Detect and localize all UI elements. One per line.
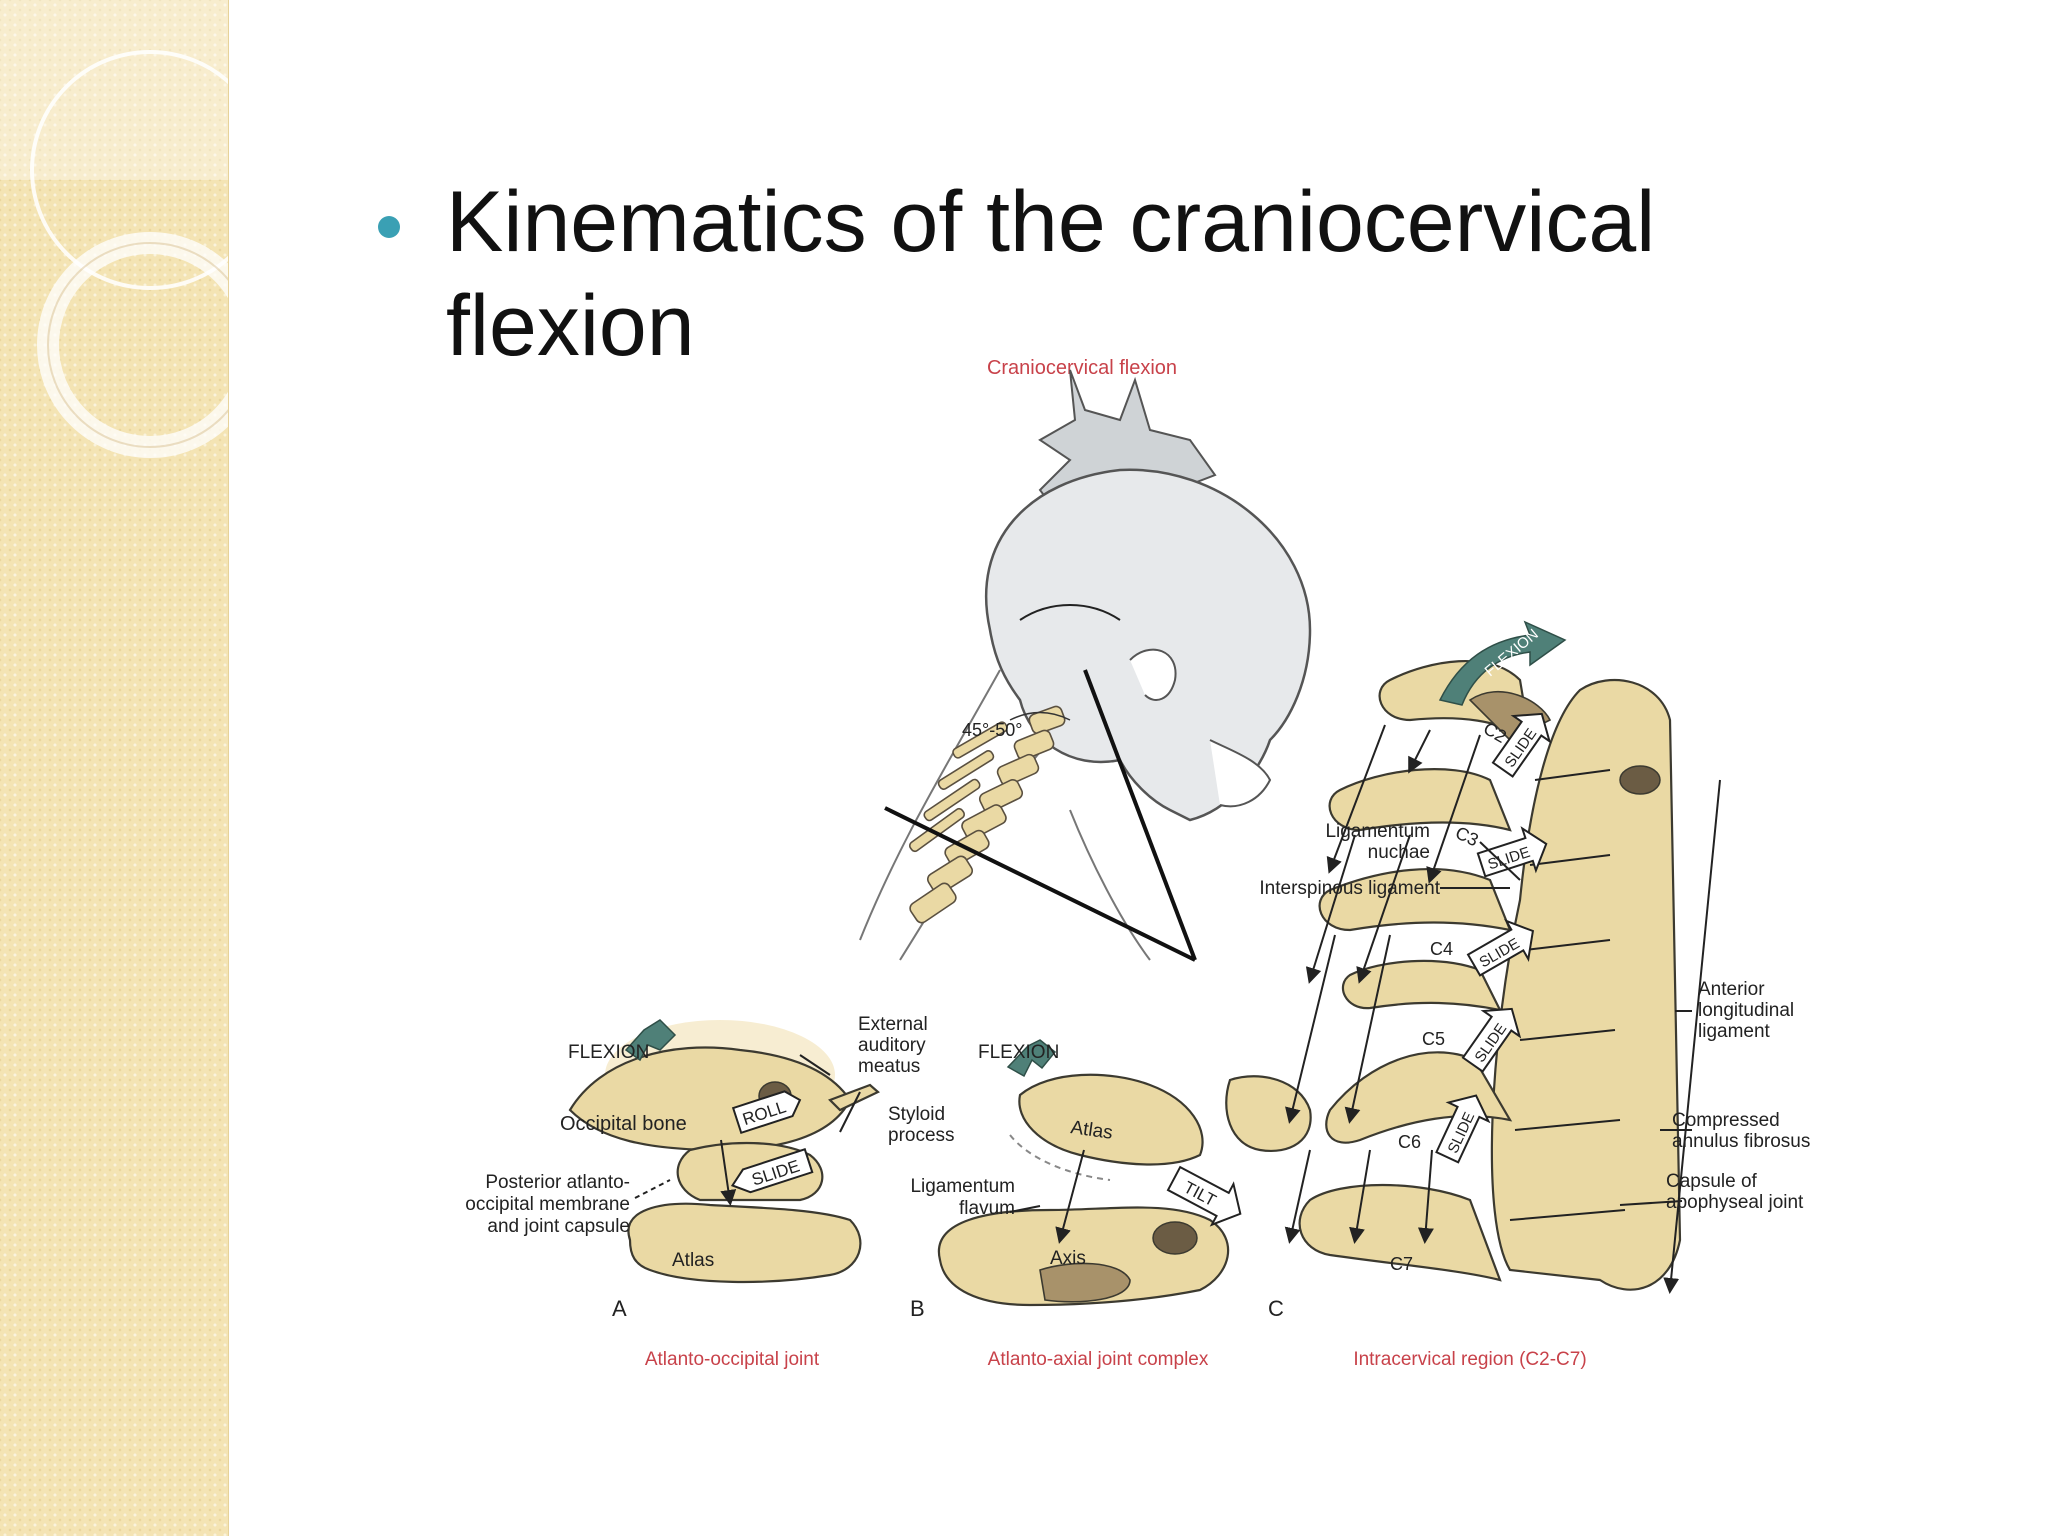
panel-c-anterior-2: longitudinal: [1698, 1000, 1794, 1021]
kinematics-figure: Craniocervical flexion 45°-50°: [465, 357, 1810, 1370]
panel-a-external-1: External: [858, 1014, 928, 1035]
panel-a-styloid-2: process: [888, 1125, 955, 1146]
panel-c-capsule-1: Capsule of: [1666, 1171, 1758, 1192]
panel-c-compressed-1: Compressed: [1672, 1110, 1780, 1131]
panel-a-flexion: FLEXION: [568, 1042, 649, 1063]
panel-c-caption: Intracervical region (C2-C7): [1353, 1349, 1586, 1370]
bullet-icon: [378, 216, 400, 238]
panel-c-anterior-1: Anterior: [1698, 979, 1765, 1000]
panel-b-flexion: FLEXION: [978, 1042, 1059, 1063]
panel-a-external-2: auditory: [858, 1035, 926, 1056]
panel-b-axis: Axis: [1050, 1248, 1086, 1269]
panel-a: ROLL SLIDE FLEXION External auditory mea…: [465, 1014, 954, 1370]
slide-title: Kinematics of the craniocervical flexion: [446, 174, 1656, 366]
top-caption: Craniocervical flexion: [987, 357, 1177, 379]
panel-c-c5: C5: [1422, 1029, 1445, 1049]
panel-c-c7: C7: [1390, 1254, 1413, 1274]
head-illustration: Craniocervical flexion 45°-50°: [859, 357, 1312, 962]
panel-b-caption: Atlanto-axial joint complex: [988, 1349, 1209, 1370]
panel-c-interspinous: Interspinous ligament: [1259, 878, 1440, 899]
decorative-sidebar: [0, 0, 229, 1536]
panel-a-letter: A: [612, 1296, 627, 1321]
panel-c: FLEXION SLIDE SLIDE SLIDE SLIDE SLIDE: [1259, 620, 1810, 1370]
panel-a-posterior-3: and joint capsule: [487, 1216, 630, 1237]
panel-b-letter: B: [910, 1296, 925, 1321]
panel-c-lig-nuchae-2: nuchae: [1368, 842, 1430, 863]
panel-b-ligamentum-1: Ligamentum: [910, 1176, 1015, 1197]
panel-a-occipital: Occipital bone: [560, 1113, 687, 1135]
panel-c-lig-nuchae-1: Ligamentum: [1325, 821, 1430, 842]
panel-c-c4: C4: [1430, 939, 1453, 959]
title-row: Kinematics of the craniocervical flexion: [378, 170, 1778, 366]
panel-a-external-3: meatus: [858, 1056, 920, 1077]
panel-c-letter: C: [1268, 1296, 1284, 1321]
panel-c-anterior-3: ligament: [1698, 1021, 1771, 1042]
panel-c-compressed-2: annulus fibrosus: [1672, 1131, 1810, 1152]
panel-a-atlas: Atlas: [672, 1250, 714, 1271]
angle-label: 45°-50°: [962, 720, 1022, 740]
panel-c-c6: C6: [1398, 1132, 1421, 1152]
panel-a-caption: Atlanto-occipital joint: [645, 1349, 820, 1370]
panel-c-c3: C3: [1452, 822, 1481, 850]
panel-b: TILT FLEXION Atlas Ligamentum flavum Axi…: [910, 1039, 1312, 1370]
sidebar-rings: [0, 0, 228, 458]
panel-a-posterior-1: Posterior atlanto-: [485, 1172, 630, 1193]
panel-a-posterior-2: occipital membrane: [465, 1194, 630, 1215]
panel-b-ligamentum-2: flavum: [959, 1198, 1015, 1219]
panel-a-styloid-1: Styloid: [888, 1104, 945, 1125]
panel-c-capsule-2: apophyseal joint: [1666, 1192, 1804, 1213]
